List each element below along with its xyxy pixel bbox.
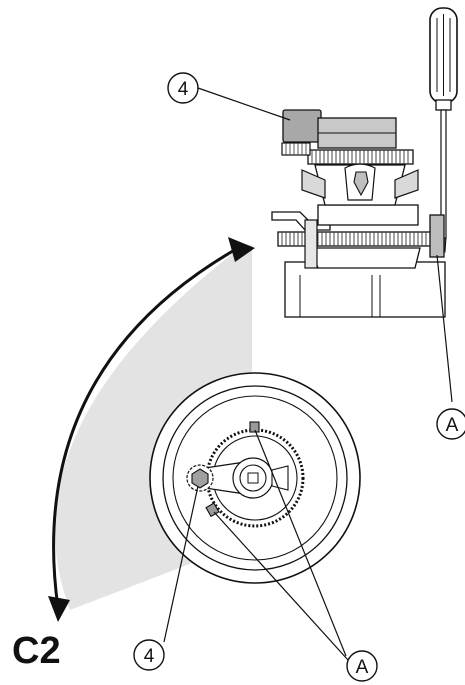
callout-adjuster-a-right-label: A — [446, 415, 459, 436]
rotation-arrowhead-bottom — [48, 596, 70, 622]
callout-lines — [163, 87, 453, 661]
rotation-arc — [52, 246, 239, 609]
figure-label: C2 — [12, 630, 61, 672]
callout-part-4-top-label: 4 — [178, 79, 189, 100]
callout-adjusters-a-bottom: A — [346, 650, 378, 682]
top-view-mechanism — [149, 372, 361, 584]
rotation-arrowhead-top — [228, 237, 255, 262]
side-view-mechanism — [271, 109, 446, 318]
callout-part-4-top: 4 — [167, 72, 199, 104]
callout-adjusters-a-bottom-label: A — [356, 657, 369, 678]
callout-part-4-bottom: 4 — [133, 639, 165, 671]
callout-part-4-bottom-label: 4 — [144, 646, 155, 667]
callout-adjuster-a-right: A — [436, 408, 465, 440]
